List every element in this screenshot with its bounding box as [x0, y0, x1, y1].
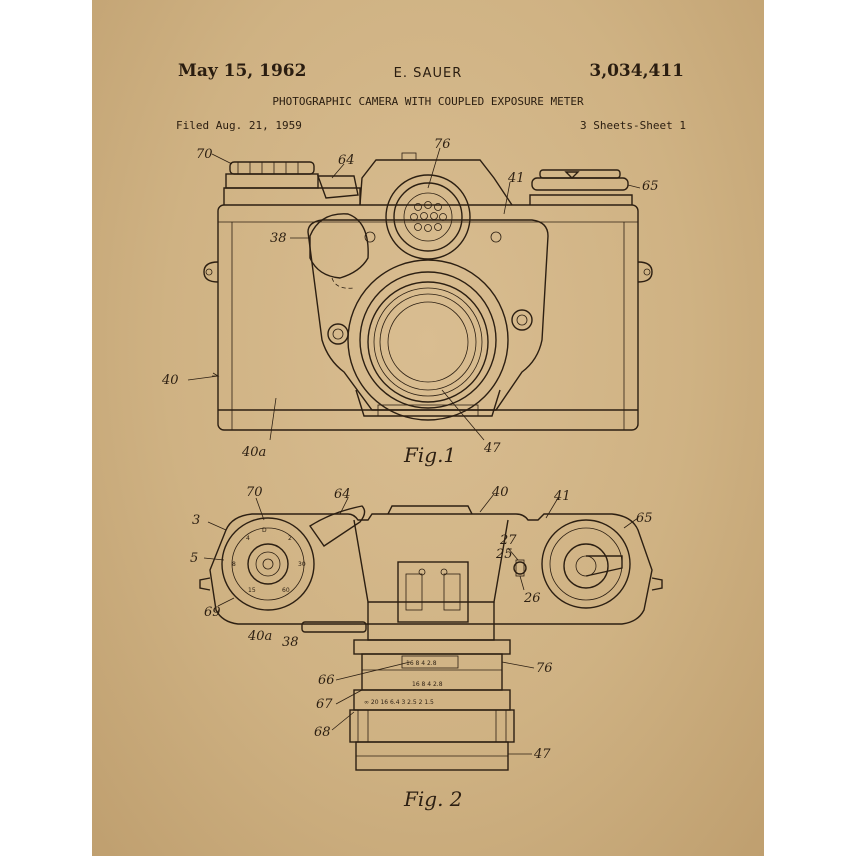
fig2-camera-top: 4 2 8 30 15 60 D [199, 493, 663, 771]
ref-47-fig2: 47 [533, 747, 551, 762]
ref-26-fig2: 26 [523, 591, 541, 606]
fig1-camera-front [187, 147, 653, 441]
ref-38-fig1: 38 [270, 231, 287, 246]
svg-text:∞ 20 16 6.4 3 2.5 2 1.5: ∞ 20 16 6.4 3 2.5 2 1.5 [364, 699, 434, 706]
svg-text:16 8 4 2.8: 16 8 4 2.8 [412, 681, 443, 688]
ref-64-fig2: 64 [334, 487, 351, 502]
ref-25-fig2: 25 [495, 547, 513, 562]
ref-40-fig1: 40 [161, 373, 179, 388]
svg-text:D: D [262, 527, 267, 534]
ref-69-fig2: 69 [204, 605, 221, 620]
ref-3-fig2: 3 [192, 513, 200, 528]
ref-41-fig2: 41 [553, 489, 571, 504]
svg-text:15: 15 [248, 587, 256, 594]
svg-text:8: 8 [232, 561, 236, 568]
svg-text:2: 2 [288, 535, 292, 542]
patent-title: PHOTOGRAPHIC CAMERA WITH COUPLED EXPOSUR… [272, 95, 584, 108]
ref-70-fig1: 70 [196, 147, 213, 162]
ref-27-fig2: 27 [499, 533, 517, 548]
ref-68-fig2: 68 [314, 725, 331, 740]
ref-5-fig2: 5 [190, 551, 198, 566]
ref-66-fig2: 66 [318, 673, 335, 688]
svg-text:30: 30 [298, 561, 306, 568]
ref-41-fig1: 41 [507, 171, 525, 186]
ref-40-fig2: 40 [491, 485, 509, 500]
patent-sheet: May 15, 1962 E. SAUER 3,034,411 PHOTOGRA… [92, 0, 764, 856]
ref-40a-fig1: 40a [241, 445, 266, 460]
ref-67-fig2: 67 [316, 697, 333, 712]
inventor-name: E. SAUER [393, 66, 463, 81]
ref-76-fig2: 76 [536, 661, 553, 676]
patent-drawing: 70 64 76 41 65 38 40 40a 47 Fig.1 4 2 8 30… [161, 137, 663, 811]
sheet-count: 3 Sheets-Sheet 1 [580, 119, 686, 132]
ref-40a-fig2: 40a [247, 629, 272, 644]
ref-65-fig2: 65 [636, 511, 653, 526]
patent-number: 3,034,411 [589, 61, 684, 81]
ref-64-fig1: 64 [338, 153, 355, 168]
ref-65-fig1: 65 [642, 179, 659, 194]
fig1-caption: Fig.1 [403, 443, 456, 467]
svg-text:60: 60 [282, 587, 290, 594]
ref-38-fig2: 38 [282, 635, 299, 650]
svg-text:16 8 4 2.8: 16 8 4 2.8 [406, 660, 437, 667]
ref-76-fig1: 76 [434, 137, 451, 152]
patent-date: May 15, 1962 [178, 61, 307, 81]
ref-47-fig1: 47 [483, 441, 501, 456]
filed-date: Filed Aug. 21, 1959 [176, 119, 302, 132]
svg-text:4: 4 [246, 535, 250, 542]
ref-70-fig2: 70 [246, 485, 263, 500]
fig2-caption: Fig. 2 [403, 787, 463, 811]
